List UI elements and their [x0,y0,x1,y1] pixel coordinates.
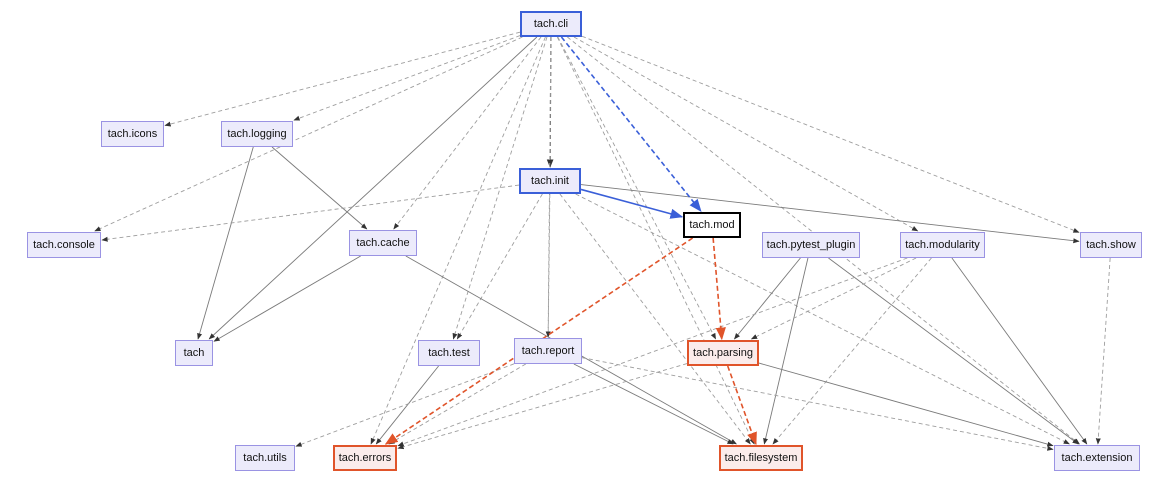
node-label: tach.test [428,347,470,359]
node-tach-init[interactable]: tach.init [519,168,581,194]
edge-cli-to-console [94,36,523,232]
edge-logging-to-tach [197,146,254,340]
node-label: tach.filesystem [724,452,798,464]
edge-test-to-errors [375,365,439,445]
node-tach-modularity[interactable]: tach.modularity [900,232,985,258]
node-label: tach.report [521,345,575,357]
node-label: tach.init [531,175,569,187]
node-tach-mod[interactable]: tach.mod [683,212,741,238]
node-tach-utils[interactable]: tach.utils [235,445,295,471]
node-label: tach.pytest_plugin [766,239,856,251]
node-label: tach.extension [1061,452,1133,464]
edge-init-to-filesystem [559,193,751,445]
edge-modularity-to-filesystem [772,257,932,445]
node-label: tach.modularity [905,239,980,251]
edge-cache-to-tach [213,255,361,342]
edge-init-to-console [101,184,520,242]
edge-modularity-to-extension [951,257,1088,445]
edge-pytest_plugin-to-filesystem [763,257,809,445]
node-tach-extension[interactable]: tach.extension [1054,445,1140,471]
edge-cli-to-errors [370,36,546,445]
node-tach-cli[interactable]: tach.cli [520,11,582,37]
node-label: tach.icons [107,128,158,140]
node-tach[interactable]: tach [175,340,213,366]
node-tach-pytest-plugin[interactable]: tach.pytest_plugin [762,232,860,258]
edge-cli-to-test [452,36,548,340]
edge-parsing-to-errors [397,363,688,450]
node-tach-console[interactable]: tach.console [27,232,101,258]
edge-pytest_plugin-to-parsing [734,257,801,340]
node-tach-parsing[interactable]: tach.parsing [687,340,759,366]
node-label: tach.utils [243,452,287,464]
edge-cli-to-cache [393,36,542,230]
edge-cli-to-mod [560,36,702,212]
edge-logging-to-cache [271,146,368,230]
edge-parsing-to-extension [758,362,1054,447]
edge-init-to-show [580,184,1080,244]
node-label: tach.mod [689,219,735,231]
node-tach-filesystem[interactable]: tach.filesystem [719,445,803,471]
edge-cli-to-filesystem [556,36,755,445]
node-tach-icons[interactable]: tach.icons [101,121,164,147]
edge-init-to-test [456,193,543,340]
edge-cli-to-icons [164,31,521,127]
edge-cli-to-modularity [573,36,919,232]
edge-init-to-mod [580,188,684,219]
node-label: tach [183,347,205,359]
edge-modularity-to-parsing [750,257,917,340]
edge-report-to-errors [388,363,526,445]
edge-report-to-filesystem [573,363,734,445]
node-label: tach.logging [227,128,287,140]
edge-cli-to-parsing [557,36,717,340]
edge-pytest_plugin-to-extension [828,257,1079,445]
node-tach-logging[interactable]: tach.logging [221,121,293,147]
edge-report-to-utils [295,363,515,447]
edge-mod-to-parsing [712,237,726,341]
node-label: tach.console [33,239,95,251]
edge-parsing-to-filesystem [726,365,757,446]
edge-cli-to-logging [293,35,521,121]
edge-show-to-extension [1095,257,1111,445]
edge-cli-to-show [581,35,1080,233]
edge-init-to-report [545,193,551,338]
node-tach-report[interactable]: tach.report [514,338,582,364]
node-tach-show[interactable]: tach.show [1080,232,1142,258]
node-tach-cache[interactable]: tach.cache [349,230,417,256]
node-label: tach.parsing [693,347,753,359]
node-label: tach.cli [533,18,569,30]
edge-cli-to-tach [208,36,538,340]
edge-report-to-extension [581,357,1054,451]
node-label: tach.show [1086,239,1136,251]
node-label: tach.cache [356,237,410,249]
edge-init-to-extension [575,193,1070,445]
node-tach-test[interactable]: tach.test [418,340,480,366]
node-tach-errors[interactable]: tach.errors [333,445,397,471]
node-label: tach.errors [338,452,392,464]
